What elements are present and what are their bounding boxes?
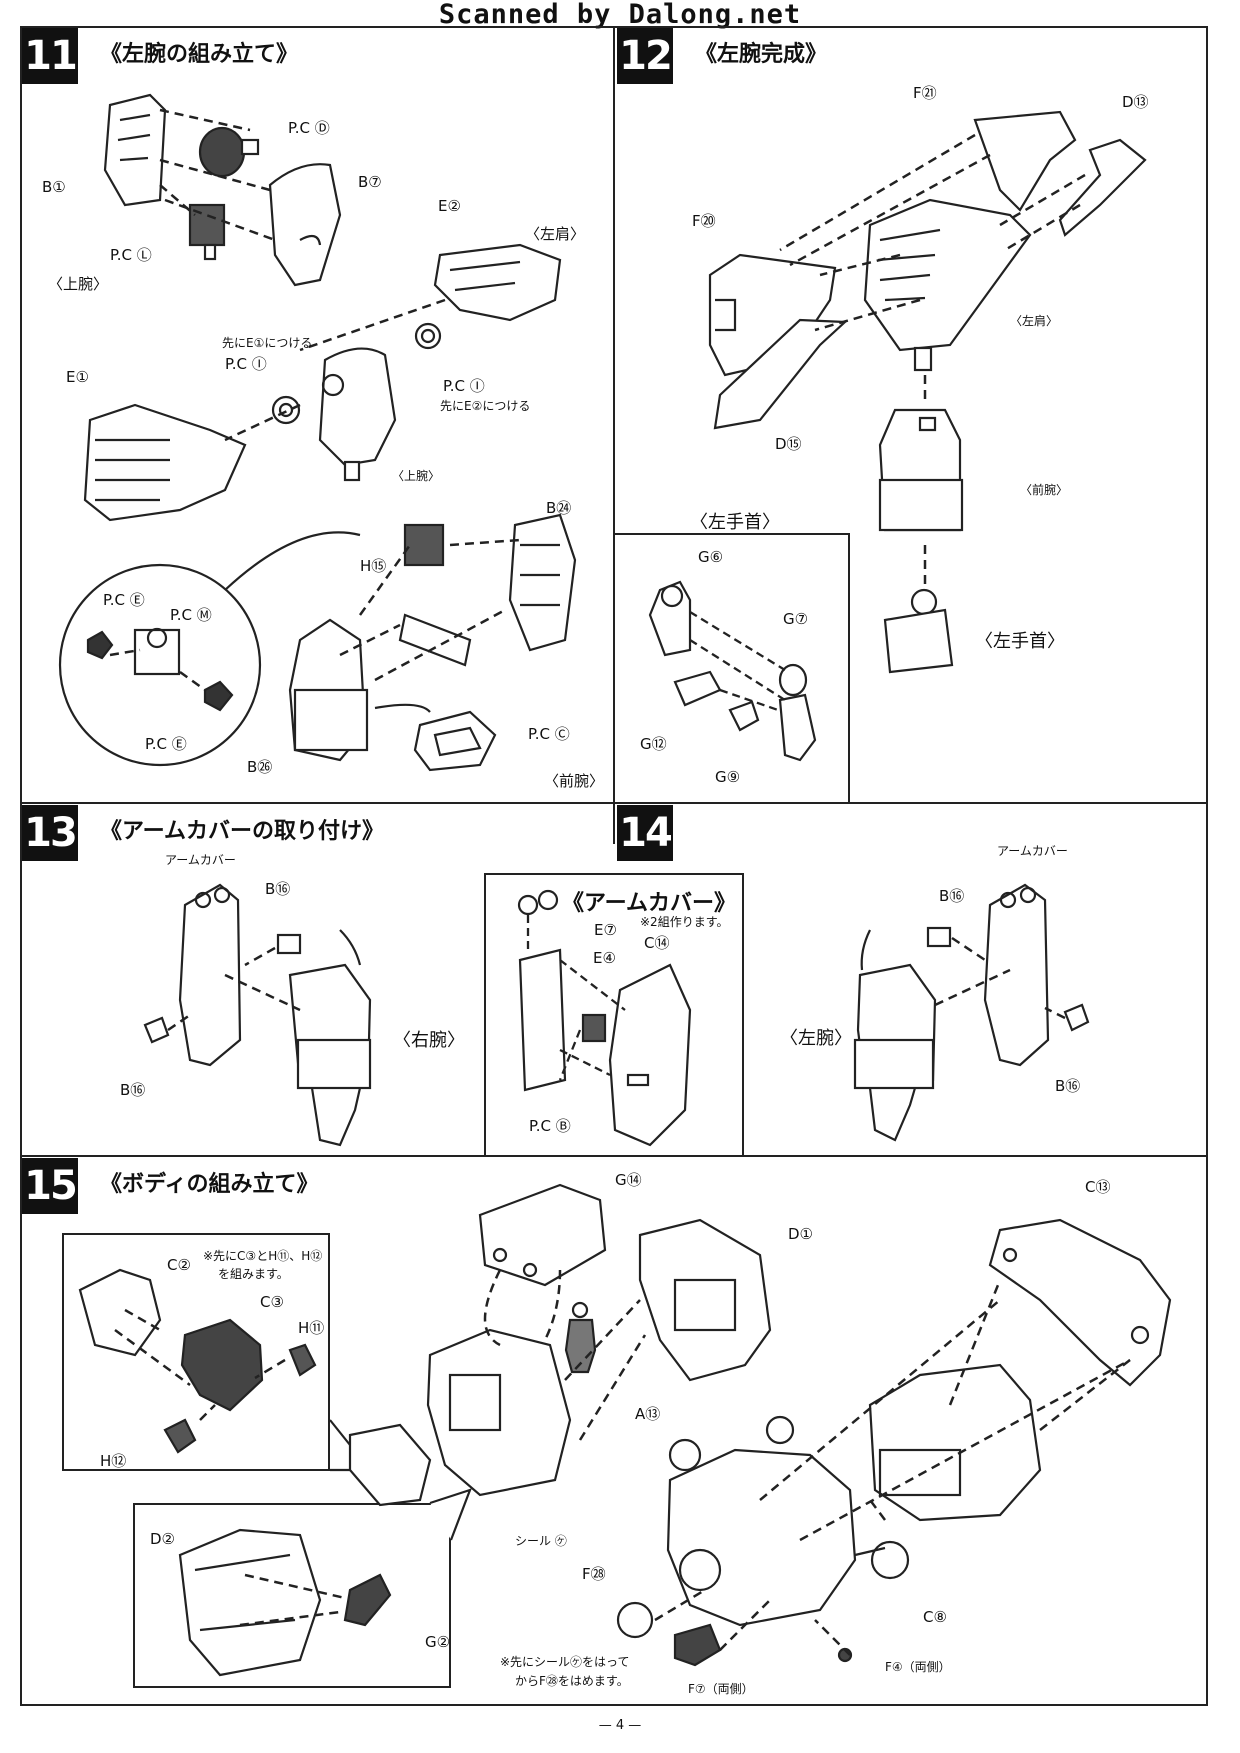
label-pci-right: P.C Ⓘ: [443, 377, 485, 395]
divider-11-12: [613, 26, 615, 804]
label-e7: E⑦: [594, 921, 617, 939]
note-seal-2: からF㉘をはめます。: [515, 1674, 629, 1688]
label-pce-bottom: P.C Ⓔ: [145, 735, 187, 753]
step-11-title: 《左腕の組み立て》: [100, 42, 299, 67]
label-a13: A⑬: [635, 1405, 661, 1423]
label-seal: シール ㋘: [515, 1534, 567, 1548]
arm-cover-note: ※2組作ります。: [640, 915, 729, 929]
label-upper-arm: 〈上腕〉: [48, 275, 109, 293]
label-b16-bottom-13: B⑯: [120, 1081, 146, 1099]
left-wrist-title: 〈左手首〉: [690, 512, 780, 533]
label-pce-top: P.C Ⓔ: [103, 591, 145, 609]
label-pcb: P.C Ⓑ: [529, 1117, 571, 1135]
label-left-shoulder: 〈左肩〉: [525, 225, 586, 243]
step-12-title: 《左腕完成》: [695, 42, 828, 67]
label-b7: B⑦: [358, 173, 382, 191]
label-pcd: P.C Ⓓ: [288, 119, 330, 137]
label-g14: G⑭: [615, 1171, 642, 1189]
label-g9: G⑨: [715, 768, 741, 786]
note-attach-e2: 先にE②につける: [440, 399, 531, 413]
label-pcl: P.C Ⓛ: [110, 246, 152, 264]
scan-watermark: Scanned by Dalong.net: [438, 0, 802, 30]
arm-cover-title: 《アームカバー》: [562, 891, 737, 916]
label-b16-top-13: B⑯: [265, 880, 291, 898]
label-g12: G⑫: [640, 735, 667, 753]
note-attach-e1: 先にE①につける: [222, 336, 313, 350]
label-h15: H⑮: [360, 557, 387, 575]
label-g7: G⑦: [783, 610, 809, 628]
label-c8: C⑧: [923, 1608, 947, 1626]
step-number-15: 15: [22, 1158, 78, 1214]
label-c13: C⑬: [1085, 1178, 1111, 1196]
label-f4: F④（両側）: [885, 1660, 951, 1674]
label-f7: F⑦（両側）: [688, 1682, 754, 1696]
label-b16-top-14: B⑯: [939, 887, 965, 905]
label-arm-cover-13: アームカバー: [165, 853, 236, 867]
label-f20: F⑳: [692, 212, 716, 230]
label-forearm: 〈前腕〉: [544, 772, 605, 790]
label-right-arm: 〈右腕〉: [393, 1030, 465, 1051]
label-d1: D①: [788, 1225, 813, 1243]
label-g2: G②: [425, 1633, 451, 1651]
label-left-shoulder-small: 〈左肩〉: [1010, 314, 1059, 328]
label-h12: H⑫: [100, 1452, 127, 1470]
divider-13-14: [613, 802, 615, 844]
step-number-11: 11: [22, 28, 78, 84]
step-number-14: 14: [617, 805, 673, 861]
label-e4: E④: [593, 949, 616, 967]
label-b16-bottom-14: B⑯: [1055, 1077, 1081, 1095]
step-number-12: 12: [617, 28, 673, 84]
label-g6: G⑥: [698, 548, 724, 566]
label-left-wrist: 〈左手首〉: [975, 631, 1065, 652]
label-left-arm: 〈左腕〉: [780, 1028, 852, 1049]
label-c14: C⑭: [644, 934, 670, 952]
step-number-13: 13: [22, 805, 78, 861]
left-wrist-subpanel: [613, 533, 850, 804]
label-b24: B㉔: [546, 499, 572, 517]
note-seal-1: ※先にシール㋘をはって: [500, 1655, 630, 1669]
label-f21: F㉑: [913, 84, 937, 102]
label-e1: E①: [66, 368, 89, 386]
label-d13: D⑬: [1122, 93, 1149, 111]
label-forearm-small: 〈前腕〉: [1020, 483, 1069, 497]
step-13-title: 《アームカバーの取り付け》: [100, 819, 385, 844]
label-arm-cover-14: アームカバー: [997, 844, 1068, 858]
note-pre-assembly-1: ※先にC③とH⑪、H⑫: [203, 1249, 323, 1263]
label-c2: C②: [167, 1256, 191, 1274]
label-upper-arm-small: 〈上腕〉: [392, 469, 441, 483]
label-e2: E②: [438, 197, 461, 215]
label-h11: H⑪: [298, 1319, 325, 1337]
label-d15: D⑮: [775, 435, 802, 453]
label-pci-left: P.C Ⓘ: [225, 355, 267, 373]
note-pre-assembly-2: を組みます。: [218, 1267, 289, 1281]
label-b26: B㉖: [247, 758, 273, 776]
label-d2: D②: [150, 1530, 175, 1548]
step-15-title: 《ボディの組み立て》: [100, 1172, 319, 1197]
label-pcc: P.C Ⓒ: [528, 725, 570, 743]
label-pcm: P.C Ⓜ: [170, 606, 212, 624]
label-f28: F㉘: [582, 1565, 606, 1583]
label-c3: C③: [260, 1293, 284, 1311]
label-b1: B①: [42, 178, 66, 196]
page-number: — 4 —: [598, 1718, 642, 1733]
